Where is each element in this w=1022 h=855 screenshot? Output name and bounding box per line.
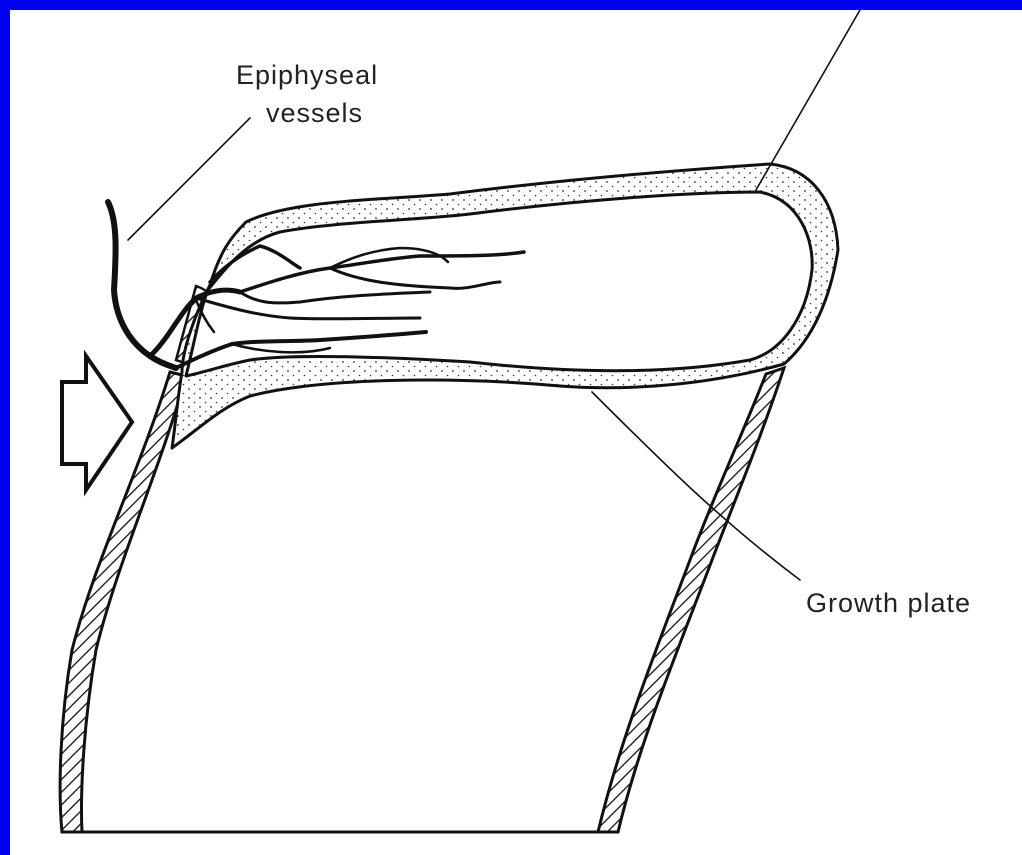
growth-plate-label: Growth plate [806, 588, 971, 618]
epiphysis-diagram: Epiphyseal vessels Growth plate [10, 10, 1022, 855]
epiphyseal-vessels-label-line2: vessels [266, 98, 363, 128]
epiphyseal-vessels-leader [128, 118, 250, 240]
right-cortex [598, 368, 784, 832]
epiphyseal-vessels-label-line1: Epiphyseal [236, 60, 378, 90]
top-right-leader [756, 10, 860, 190]
hollow-arrow-icon [62, 356, 132, 490]
diagram-panel: Epiphyseal vessels Growth plate [10, 10, 1022, 855]
bone-shaft [60, 368, 784, 832]
